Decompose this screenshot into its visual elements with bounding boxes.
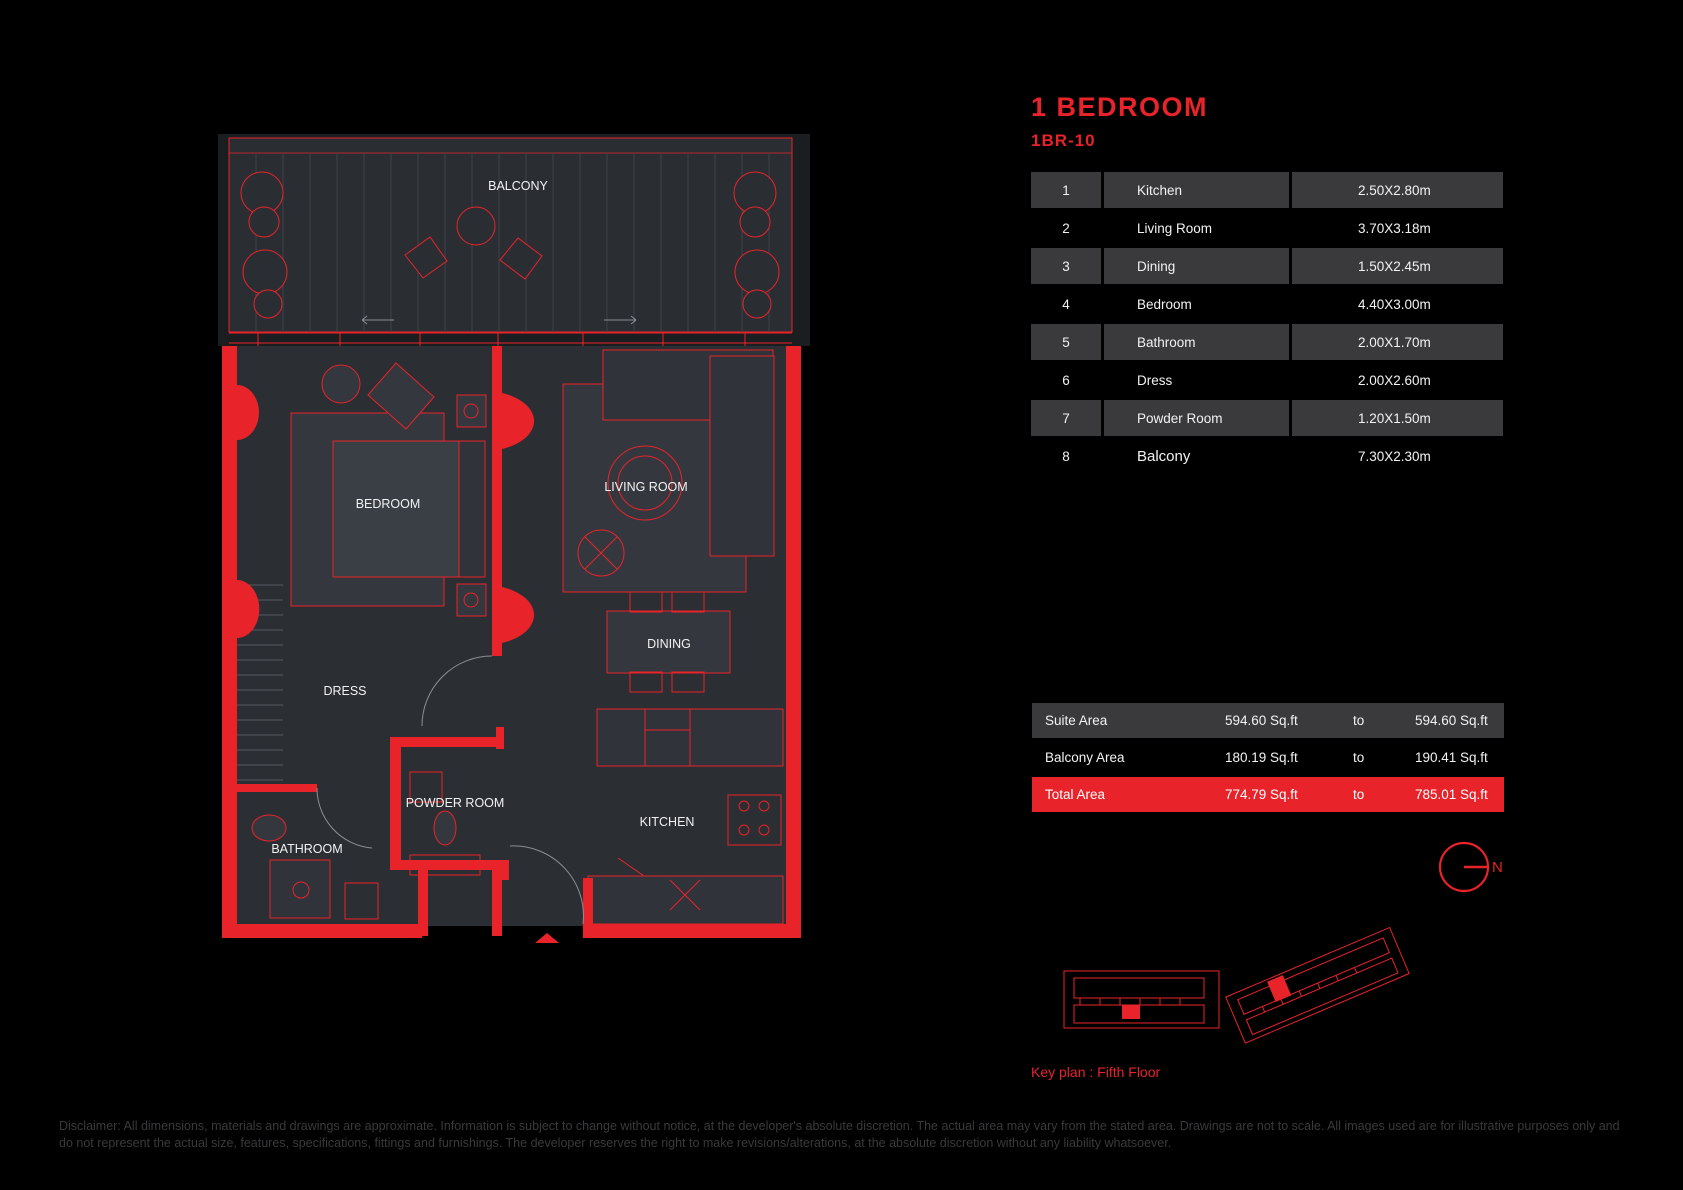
area-upto: 785.01 Sq.ft <box>1415 787 1488 802</box>
area-from: 594.60 Sq.ft <box>1225 713 1298 728</box>
plan-label-dining: DINING <box>647 637 691 651</box>
key-plan-label: Key plan : Fifth Floor <box>1031 1064 1161 1080</box>
room-name: Powder Room <box>1104 400 1289 436</box>
room-size: 4.40X3.00m <box>1358 296 1431 312</box>
table-row: 6 Dress 2.00X2.60m <box>1031 362 1503 398</box>
room-size: 2.50X2.80m <box>1292 172 1503 208</box>
north-compass-icon: N <box>1438 841 1503 893</box>
unit-title: 1 BEDROOM <box>1031 92 1209 122</box>
bathroom-fixtures <box>251 771 481 920</box>
area-summary-table: Suite Area 594.60 Sq.ft to 594.60 Sq.ft … <box>1032 703 1504 814</box>
room-number: 1 <box>1031 172 1101 208</box>
room-size: 3.70X3.18m <box>1358 220 1431 236</box>
plan-label-powder-room: POWDER ROOM <box>406 796 505 810</box>
living-furniture <box>562 349 784 925</box>
plan-label-bedroom: BEDROOM <box>356 497 421 511</box>
area-from: 180.19 Sq.ft <box>1225 750 1298 765</box>
plan-label-bathroom: BATHROOM <box>271 842 342 856</box>
key-plan-drawing <box>1063 926 1410 1044</box>
area-upto: 594.60 Sq.ft <box>1415 713 1488 728</box>
room-name: Dining <box>1104 248 1289 284</box>
table-row: 8 Balcony 7.30X2.30m <box>1031 438 1503 474</box>
area-upto: 190.41 Sq.ft <box>1415 750 1488 765</box>
room-size: 2.00X1.70m <box>1292 324 1503 360</box>
room-number: 2 <box>1062 220 1070 236</box>
room-name: Balcony <box>1137 447 1191 465</box>
table-row: 2 Living Room 3.70X3.18m <box>1031 210 1503 246</box>
plan-label-kitchen: KITCHEN <box>640 815 695 829</box>
room-size: 7.30X2.30m <box>1358 448 1431 464</box>
unit-code: 1BR-10 <box>1031 131 1096 150</box>
area-row-balcony: Balcony Area 180.19 Sq.ft to 190.41 Sq.f… <box>1032 740 1504 775</box>
room-size: 1.20X1.50m <box>1292 400 1503 436</box>
area-label: Suite Area <box>1045 713 1108 728</box>
disclaimer-text: Disclaimer: All dimensions, materials an… <box>59 1119 1620 1150</box>
room-number: 7 <box>1031 400 1101 436</box>
room-size: 1.50X2.45m <box>1292 248 1503 284</box>
area-to: to <box>1353 787 1365 802</box>
room-number: 3 <box>1031 248 1101 284</box>
area-row-total: Total Area 774.79 Sq.ft to 785.01 Sq.ft <box>1032 777 1504 812</box>
balcony-area <box>218 134 810 346</box>
room-number: 5 <box>1031 324 1101 360</box>
room-name: Bedroom <box>1137 296 1192 312</box>
table-row: 4 Bedroom 4.40X3.00m <box>1031 286 1503 322</box>
area-label: Total Area <box>1045 787 1106 802</box>
room-name: Dress <box>1137 372 1173 388</box>
room-number: 4 <box>1062 296 1070 312</box>
area-to: to <box>1353 750 1365 765</box>
table-row: 7 Powder Room 1.20X1.50m <box>1031 400 1503 436</box>
room-number: 6 <box>1062 372 1070 388</box>
plan-label-balcony: BALCONY <box>488 179 548 193</box>
table-row: 5 Bathroom 2.00X1.70m <box>1031 324 1503 360</box>
compass-north-label: N <box>1492 859 1503 876</box>
room-name: Kitchen <box>1104 172 1289 208</box>
table-row: 1 Kitchen 2.50X2.80m <box>1031 172 1503 208</box>
room-dimensions-table: 1 Kitchen 2.50X2.80m 2 Living Room 3.70X… <box>1031 172 1503 476</box>
doors <box>316 655 584 925</box>
room-size: 2.00X2.60m <box>1358 372 1431 388</box>
table-row: 3 Dining 1.50X2.45m <box>1031 248 1503 284</box>
area-label: Balcony Area <box>1045 750 1125 765</box>
walls <box>222 346 801 943</box>
bedroom-furniture <box>235 362 487 781</box>
room-name: Bathroom <box>1104 324 1289 360</box>
area-to: to <box>1353 713 1365 728</box>
room-number: 8 <box>1062 448 1070 464</box>
plan-label-dress: DRESS <box>323 684 366 698</box>
plan-label-living-room: LIVING ROOM <box>604 480 687 494</box>
room-name: Living Room <box>1137 220 1213 236</box>
area-row-suite: Suite Area 594.60 Sq.ft to 594.60 Sq.ft <box>1032 703 1504 738</box>
area-from: 774.79 Sq.ft <box>1225 787 1298 802</box>
